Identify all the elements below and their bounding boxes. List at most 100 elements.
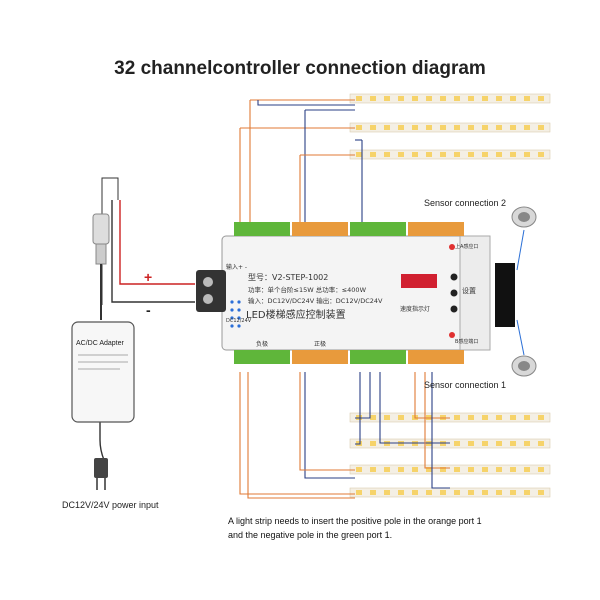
led-chip — [454, 125, 460, 130]
led-chip — [468, 152, 474, 157]
led-chip — [524, 467, 530, 472]
led-chip — [426, 152, 432, 157]
indicator-led — [230, 324, 234, 328]
wires-top — [239, 99, 363, 228]
sensor-bottom — [511, 319, 537, 377]
led-chip — [496, 467, 502, 472]
led-chip — [482, 441, 488, 446]
led-chip — [496, 125, 502, 130]
led-chip — [510, 415, 516, 420]
led-chip — [440, 96, 446, 101]
dc-connector — [92, 213, 110, 320]
led-chip — [412, 467, 418, 472]
led-chip — [538, 415, 544, 420]
led-chip — [454, 415, 460, 420]
led-chip — [384, 415, 390, 420]
led-chip — [468, 415, 474, 420]
terminal-pos-label: 正极 — [314, 341, 327, 348]
led-chip — [482, 415, 488, 420]
led-chip — [468, 467, 474, 472]
led-chip — [482, 490, 488, 495]
led-chip — [510, 152, 516, 157]
led-chip — [412, 125, 418, 130]
indicator-led — [230, 316, 234, 320]
minus-sign: - — [146, 302, 151, 318]
led-chip — [496, 96, 502, 101]
led-chip — [524, 96, 530, 101]
indicator-leds — [230, 300, 241, 328]
led-chip — [426, 490, 432, 495]
device-io: 输入：DC12V/DC24V 输出：DC12V/DC24V — [248, 297, 383, 305]
led-chip — [510, 490, 516, 495]
instruction-note: A light strip needs to insert the positi… — [228, 514, 588, 542]
led-chip — [482, 125, 488, 130]
led-chip — [370, 415, 376, 420]
led-chip — [370, 467, 376, 472]
led-chip — [524, 125, 530, 130]
led-chip — [398, 490, 404, 495]
led-chip — [482, 152, 488, 157]
led-chip — [482, 467, 488, 472]
led-chip — [524, 415, 530, 420]
led-chip — [426, 467, 432, 472]
controller — [196, 222, 515, 364]
indicator-led — [237, 300, 241, 304]
led-chip — [538, 441, 544, 446]
note-line-2: and the negative pole in the green port … — [228, 530, 393, 540]
led-chip — [538, 96, 544, 101]
indicator-led — [230, 308, 234, 312]
led-chip — [384, 96, 390, 101]
led-chip — [398, 125, 404, 130]
led-chip — [384, 490, 390, 495]
indicator-led — [237, 316, 241, 320]
led-chip — [356, 467, 362, 472]
bottom-sensor-port-label: B感应端口 — [455, 339, 479, 345]
led-chip — [370, 152, 376, 157]
led-chip — [356, 152, 362, 157]
terminal-neg-label: 负极 — [256, 341, 269, 348]
led-chip — [440, 125, 446, 130]
led-strips-top — [349, 93, 551, 160]
led-chip — [454, 441, 460, 446]
power-input-label: DC12V/24V power input — [62, 500, 159, 510]
led-chip — [538, 125, 544, 130]
led-chip — [468, 441, 474, 446]
led-chip — [482, 96, 488, 101]
indicator-led — [237, 324, 241, 328]
led-chip — [468, 125, 474, 130]
device-power: 功率：单个台阶≤15W 总功率：≤400W — [248, 286, 366, 294]
led-chip — [412, 490, 418, 495]
wires-bottom — [239, 372, 450, 499]
led-chip — [538, 490, 544, 495]
led-chip — [412, 152, 418, 157]
led-chip — [454, 467, 460, 472]
speed-indicator-label: 速度指示灯 — [400, 306, 431, 313]
input-voltage: DC12/24V — [226, 318, 252, 324]
top-sensor-port-label: 上A感应口 — [455, 244, 479, 250]
led-chip — [524, 490, 530, 495]
led-chip — [496, 415, 502, 420]
led-chip — [496, 152, 502, 157]
led-chip — [370, 125, 376, 130]
led-chip — [356, 490, 362, 495]
led-chip — [384, 125, 390, 130]
led-chip — [468, 96, 474, 101]
led-chip — [384, 152, 390, 157]
device-name: LED楼梯感应控制装置 — [246, 310, 346, 321]
led-chip — [496, 441, 502, 446]
led-chip — [440, 490, 446, 495]
led-chip — [510, 125, 516, 130]
led-chip — [538, 152, 544, 157]
led-chip — [454, 152, 460, 157]
led-chip — [398, 467, 404, 472]
led-chip — [370, 96, 376, 101]
adapter-label: AC/DC Adapter — [76, 340, 124, 347]
led-chip — [384, 467, 390, 472]
sensor-bottom-label: Sensor connection 1 — [424, 380, 507, 390]
led-chip — [524, 441, 530, 446]
led-chip — [398, 152, 404, 157]
power-wires — [99, 177, 195, 461]
sensor-top-label: Sensor connection 2 — [424, 198, 507, 208]
led-chip — [398, 96, 404, 101]
